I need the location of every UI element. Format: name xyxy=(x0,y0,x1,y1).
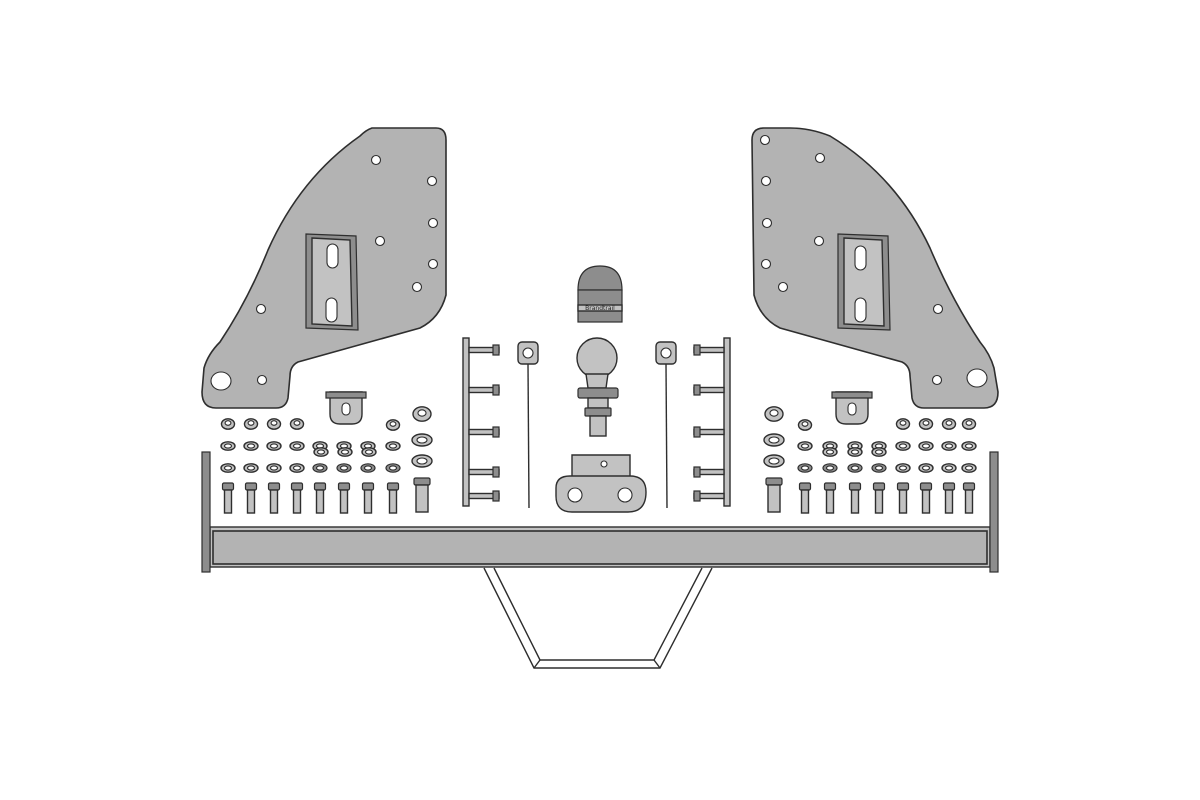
flat-washer xyxy=(763,454,785,468)
hex-bolt xyxy=(361,482,375,514)
hex-nut xyxy=(764,406,784,422)
left-angle-bracket xyxy=(325,391,367,425)
tow-ball-cap: Brandtrail xyxy=(577,265,623,323)
hex-nut xyxy=(220,418,236,430)
flat-washer xyxy=(220,463,236,473)
flat-washer xyxy=(797,441,813,451)
flat-washer xyxy=(918,441,934,451)
stud xyxy=(693,466,725,478)
hex-bolt xyxy=(896,482,910,514)
right-stud-strip xyxy=(693,337,731,507)
hex-bolt xyxy=(872,482,886,514)
flat-washer xyxy=(361,447,377,457)
hex-nut xyxy=(385,419,401,431)
flat-washer xyxy=(266,441,282,451)
flat-washer xyxy=(847,447,863,457)
left-mounting-plate xyxy=(201,127,447,409)
hex-bolt xyxy=(290,482,304,514)
flat-washer xyxy=(411,433,433,447)
hex-bolt xyxy=(313,482,327,514)
flat-washer xyxy=(895,441,911,451)
hex-bolt xyxy=(337,482,351,514)
hex-bolt xyxy=(244,482,258,514)
lock-washer xyxy=(312,463,328,473)
lock-washer xyxy=(847,463,863,473)
left-hardware-set xyxy=(220,406,433,514)
flat-washer xyxy=(941,441,957,451)
stud xyxy=(693,344,725,356)
right-slot-bracket xyxy=(837,233,891,331)
flat-washer xyxy=(385,441,401,451)
ball-mount-flange xyxy=(555,454,647,513)
left-stud-strip xyxy=(462,337,500,507)
hex-bolt xyxy=(798,482,812,514)
stud xyxy=(468,466,500,478)
flat-washer xyxy=(266,463,282,473)
flat-washer xyxy=(822,447,838,457)
hex-nut xyxy=(895,418,911,430)
flat-washer xyxy=(961,441,977,451)
hex-bolt xyxy=(962,482,976,514)
hex-bolt xyxy=(942,482,956,514)
hex-nut xyxy=(941,418,957,430)
hex-nut xyxy=(289,418,305,430)
right-angle-bracket xyxy=(831,391,873,425)
stud xyxy=(468,426,500,438)
hex-bolt xyxy=(221,482,235,514)
hex-bolt xyxy=(823,482,837,514)
lock-washer xyxy=(385,463,401,473)
hex-bolt xyxy=(919,482,933,514)
flat-washer xyxy=(961,463,977,473)
hex-nut xyxy=(918,418,934,430)
hitch-v-frame xyxy=(483,567,713,669)
stud xyxy=(693,490,725,502)
flat-washer xyxy=(289,441,305,451)
left-cable-eye xyxy=(517,341,539,509)
lock-washer xyxy=(797,463,813,473)
flat-washer xyxy=(895,463,911,473)
lock-washer xyxy=(360,463,376,473)
flat-washer xyxy=(289,463,305,473)
flat-washer xyxy=(918,463,934,473)
flat-washer xyxy=(871,447,887,457)
right-mounting-plate xyxy=(751,127,999,409)
hex-nut xyxy=(797,419,813,431)
tow-ball xyxy=(576,337,619,437)
hex-nut xyxy=(961,418,977,430)
right-hardware-set xyxy=(763,406,977,514)
flat-washer xyxy=(243,463,259,473)
hex-bolt xyxy=(413,477,431,513)
stud xyxy=(468,490,500,502)
hex-nut xyxy=(266,418,282,430)
flat-washer xyxy=(243,441,259,451)
right-cable-eye xyxy=(655,341,677,509)
hex-bolt xyxy=(267,482,281,514)
hex-bolt xyxy=(848,482,862,514)
stud xyxy=(693,426,725,438)
stud xyxy=(468,344,500,356)
hex-bolt xyxy=(765,477,783,513)
lock-washer xyxy=(871,463,887,473)
hex-bolt xyxy=(386,482,400,514)
flat-washer xyxy=(763,433,785,447)
flat-washer xyxy=(941,463,957,473)
flat-washer xyxy=(313,447,329,457)
hex-nut xyxy=(243,418,259,430)
stud xyxy=(693,384,725,396)
left-slot-bracket xyxy=(305,233,359,331)
flat-washer xyxy=(411,454,433,468)
lock-washer xyxy=(822,463,838,473)
flat-washer xyxy=(337,447,353,457)
ball-cap-label: Brandtrail xyxy=(585,305,615,312)
stud xyxy=(468,384,500,396)
hex-nut xyxy=(412,406,432,422)
flat-washer xyxy=(220,441,236,451)
main-crossbar xyxy=(201,451,999,573)
lock-washer xyxy=(336,463,352,473)
